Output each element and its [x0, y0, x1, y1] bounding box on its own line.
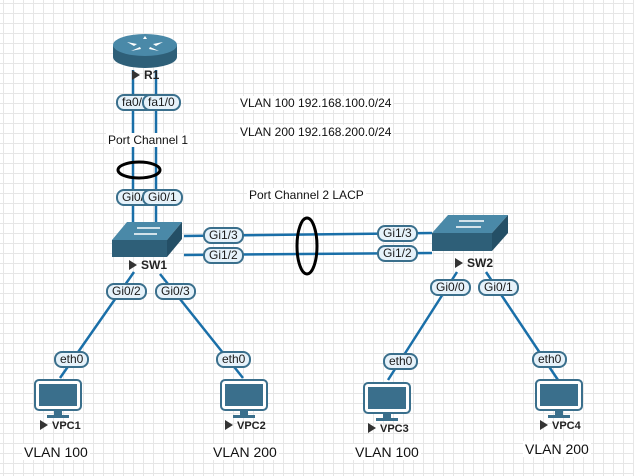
note-port-channel-2: Port Channel 2 LACP — [247, 188, 366, 202]
node-label-vpc2[interactable]: VPC2 — [225, 420, 266, 432]
node-label-sw2[interactable]: SW2 — [455, 256, 493, 270]
pc-icon[interactable] — [34, 379, 82, 418]
play-icon — [368, 423, 376, 433]
vlan-label-vpc3: VLAN 100 — [353, 444, 421, 460]
node-label-vpc3[interactable]: VPC3 — [368, 423, 409, 435]
port-channel-2-ring — [295, 216, 319, 276]
play-icon — [455, 258, 463, 268]
play-icon — [40, 420, 48, 430]
play-icon — [132, 70, 140, 80]
iface-vpc1-eth0[interactable]: eth0 — [54, 351, 90, 368]
iface-sw1-gi02[interactable]: Gi0/2 — [106, 283, 147, 300]
iface-sw2-gi00[interactable]: Gi0/0 — [430, 279, 471, 296]
node-label-vpc4[interactable]: VPC4 — [540, 420, 581, 432]
port-channel-1-ring — [116, 160, 162, 180]
iface-vpc3-eth0[interactable]: eth0 — [383, 353, 419, 370]
iface-sw1-gi03[interactable]: Gi0/3 — [155, 283, 196, 300]
router-icon[interactable] — [113, 34, 177, 68]
node-label-vpc1[interactable]: VPC1 — [40, 420, 81, 432]
note-vlan200-subnet: VLAN 200 192.168.200.0/24 — [238, 125, 394, 139]
iface-vpc4-eth0[interactable]: eth0 — [532, 351, 568, 368]
node-label-r1[interactable]: R1 — [132, 68, 159, 82]
iface-sw2-gi13[interactable]: Gi1/3 — [377, 225, 418, 242]
vlan-label-vpc2: VLAN 200 — [211, 444, 279, 460]
play-icon — [225, 420, 233, 430]
iface-sw2-gi12[interactable]: Gi1/2 — [377, 245, 418, 262]
iface-sw1-gi13[interactable]: Gi1/3 — [203, 227, 244, 244]
pc-icon[interactable] — [220, 379, 268, 418]
pc-icon[interactable] — [535, 379, 583, 418]
switch-icon[interactable] — [112, 222, 182, 257]
play-icon — [540, 420, 548, 430]
switch-icon[interactable] — [432, 215, 508, 251]
pc-icon[interactable] — [363, 382, 411, 421]
iface-sw1-gi01[interactable]: Gi0/1 — [142, 189, 183, 206]
vlan-label-vpc4: VLAN 200 — [523, 441, 591, 457]
node-label-sw1[interactable]: SW1 — [129, 258, 167, 272]
iface-vpc2-eth0[interactable]: eth0 — [216, 351, 252, 368]
note-port-channel-1: Port Channel 1 — [106, 133, 191, 147]
play-icon — [129, 260, 137, 270]
iface-r1-fa10[interactable]: fa1/0 — [142, 94, 181, 111]
iface-sw2-gi01[interactable]: Gi0/1 — [478, 279, 519, 296]
vlan-label-vpc1: VLAN 100 — [22, 444, 90, 460]
note-vlan100-subnet: VLAN 100 192.168.100.0/24 — [238, 96, 394, 110]
iface-sw1-gi12[interactable]: Gi1/2 — [203, 247, 244, 264]
